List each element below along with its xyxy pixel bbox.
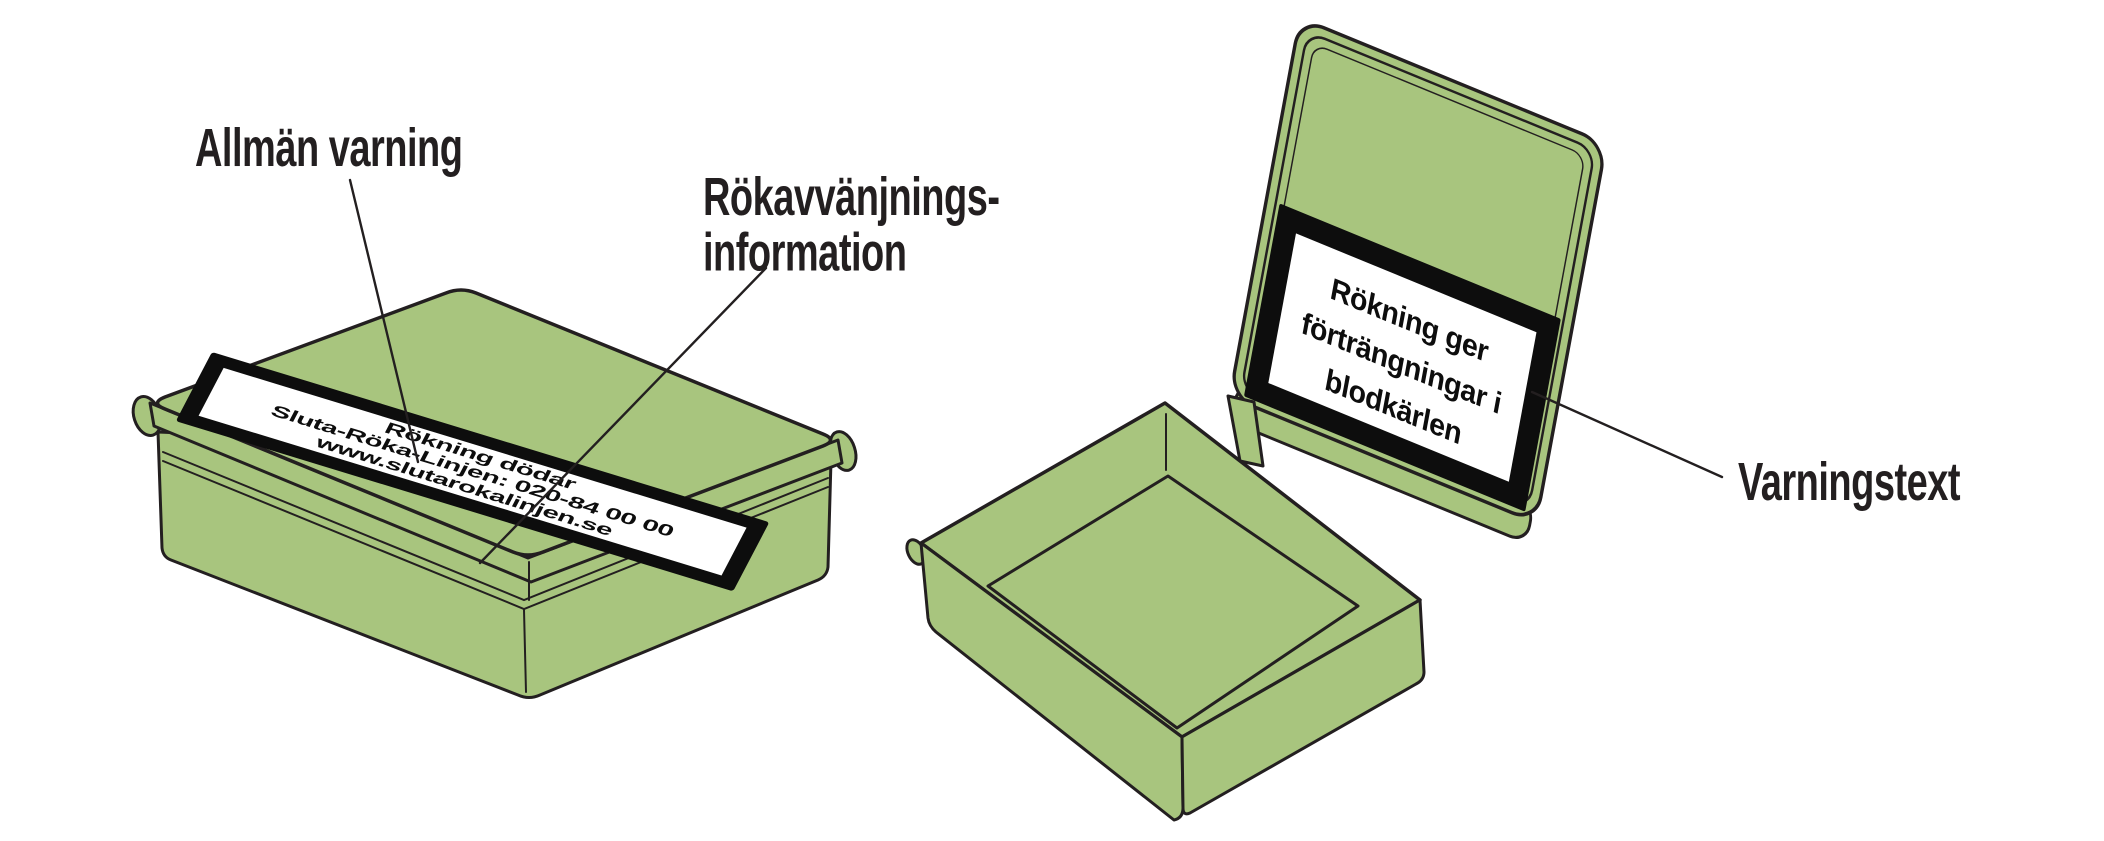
annotation-general-warning: Allmän varning — [195, 117, 462, 177]
open-box: Rökning ger förträngningar i blodkärlen — [905, 24, 1604, 822]
leader-line-warning-text — [1530, 390, 1724, 479]
closed-label-panel — [198, 367, 747, 576]
closed-box-lid-top — [155, 288, 833, 557]
open-label-panel — [1268, 233, 1537, 482]
annotations: Allmän varning Rökavvänjnings- informati… — [195, 117, 1961, 565]
open-box-tray-right-face — [1180, 598, 1426, 816]
annotation-cessation-info-line2: information — [703, 222, 906, 282]
annotation-warning-text: Varningstext — [1738, 451, 1960, 511]
annotation-cessation-info-line1: Rökavvänjnings- — [703, 166, 1000, 226]
leader-line-cessation-info — [478, 266, 768, 565]
open-box-hinge — [1226, 394, 1265, 468]
open-box-lid: Rökning ger förträngningar i blodkärlen — [1232, 24, 1604, 539]
closed-box-front-seam — [523, 609, 527, 693]
open-box-tray-opening — [986, 474, 1360, 730]
leader-line-general-warning — [348, 178, 420, 464]
closed-box: Rökning dödar Sluta-Röka-Linjen: 020-84 … — [131, 288, 858, 699]
tray-front-seam — [1181, 743, 1184, 807]
